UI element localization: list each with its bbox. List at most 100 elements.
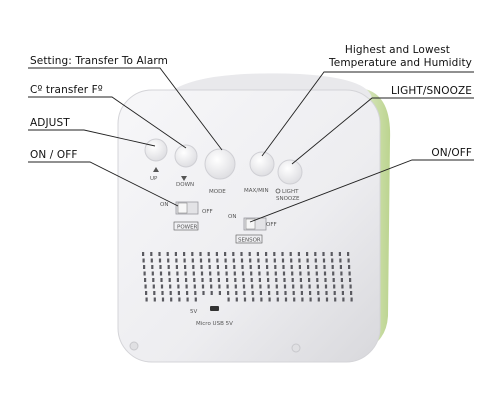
grille-slot [184,271,187,276]
max-min-label: MAX/MIN [244,188,269,194]
grille-slot [309,291,312,295]
grille-slot [191,258,194,263]
grille-slot [242,278,245,282]
grille-slot [293,297,296,302]
grille-slot [159,265,162,269]
grille-slot [216,258,219,263]
grille-slot [169,284,172,289]
callout-line-celsius [28,96,187,149]
grille-slot [284,297,288,302]
grille-slot [258,271,261,276]
grille-slot [301,297,304,302]
grille-slot [224,258,227,263]
grille-slot [232,252,235,256]
grille-slot [194,297,197,302]
grille-slot [350,291,353,295]
grille-slot [240,252,243,256]
grille-slot [275,278,278,282]
grille-slot [144,284,147,289]
sensor-switch[interactable] [245,218,256,230]
grille-slot [290,258,293,263]
grille-slot [297,252,300,256]
grille-slot [217,271,220,276]
grille-slot [145,297,148,302]
grille-slot [194,291,197,295]
grille-slot [168,271,171,276]
grille-slot [175,258,178,263]
grille-slot [225,265,228,269]
grille-slot [324,284,328,289]
grille-slot [282,265,285,269]
grille-slot [276,291,279,295]
callout-line-lightsnooze [291,97,474,165]
grille-slot [193,284,196,289]
callout-light-snooze: LIGHT/SNOOZE [390,85,472,97]
down-label: DOWN [176,182,194,188]
grille-slot [168,278,171,282]
grille-slot [332,278,335,282]
grille-slot [260,297,263,302]
sensor-off-label: OFF [266,222,277,228]
grille-slot [338,252,341,256]
grille-slot [300,291,303,295]
grille-slot [348,265,351,269]
grille-slot [218,291,221,295]
micro-usb-port[interactable] [210,306,219,311]
light-snooze-button[interactable] [277,159,303,185]
grille-slot [347,258,350,263]
grille-slot [177,291,180,295]
grille-slot [248,252,251,256]
device-foot-left [129,341,139,351]
grille-slot [249,265,252,269]
grille-slot [274,265,277,269]
grille-slot [325,291,328,295]
grille-slot [281,252,284,256]
grille-slot [185,278,188,282]
grille-slot [240,258,244,263]
grille-slot [339,258,342,263]
up-button[interactable] [144,138,168,162]
grille-slot [317,297,320,302]
grille-slot [348,271,351,276]
grille-slot [250,271,253,276]
grille-slot [151,265,154,269]
grille-slot [324,278,327,282]
grille-slot [142,252,145,256]
mode-button[interactable] [204,148,236,180]
grille-slot [183,258,186,263]
grille-slot [249,258,252,263]
grille-slot [215,252,218,256]
grille-slot [265,252,268,256]
grille-slot [283,284,287,289]
grille-slot [275,284,278,289]
callout-on-off-left: ON / OFF [30,149,78,161]
grille-slot [339,265,342,269]
grille-slot [166,252,169,256]
grille-slot [232,258,235,263]
grille-slot [342,297,345,302]
grille-slot [184,265,187,269]
callout-celsius-fahrenheit: Cº transfer Fº [30,84,103,96]
light-label: LIGHT [282,189,299,195]
grille-slot [259,291,262,295]
grille-slot [282,271,286,276]
down-button[interactable] [174,144,198,168]
grille-slot [268,291,271,295]
grille-slot [258,278,261,282]
grille-slot [152,278,155,282]
grille-slot [307,271,310,276]
grille-slot [161,291,164,295]
grille-slot [158,258,162,263]
grille-slot [227,297,230,302]
power-switch[interactable] [177,202,188,214]
grille-slot [283,278,286,282]
grille-slot [341,291,344,295]
device-foot-right [291,343,301,353]
max-min-button[interactable] [249,151,275,177]
grille-slot [306,258,309,263]
grille-slot [316,284,319,289]
grille-slot [178,297,181,302]
power-label: POWER [177,225,198,231]
grille-slot [217,278,220,282]
